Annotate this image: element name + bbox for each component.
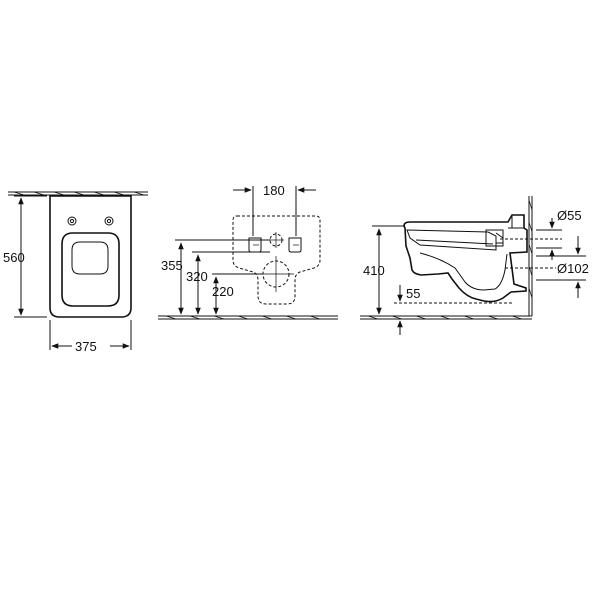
side-view-floor — [360, 315, 532, 320]
dimension-diameter-55: Ø55 — [536, 208, 582, 260]
hinge-hole-right — [104, 216, 114, 226]
trap-channel — [419, 252, 508, 291]
wall-view: 180 355 320 220 — [158, 183, 338, 320]
toilet-bowl-top — [71, 241, 109, 275]
dimension-180: 180 — [233, 183, 316, 236]
top-view: 560 375 — [3, 191, 148, 354]
side-view: 410 55 Ø55 Ø102 — [360, 196, 600, 335]
label-355: 355 — [161, 258, 183, 273]
toilet-back-outline — [232, 215, 321, 305]
label-180: 180 — [263, 183, 285, 198]
label-560: 560 — [3, 250, 25, 265]
top-view-wall — [8, 191, 148, 196]
label-220: 220 — [212, 284, 234, 299]
dimension-220: 220 — [212, 273, 262, 315]
dimension-55: 55 — [394, 285, 512, 335]
label-320: 320 — [186, 269, 208, 284]
fixing-hole-right — [288, 237, 302, 253]
label-diameter-102: Ø102 — [557, 261, 589, 276]
label-diameter-55: Ø55 — [557, 208, 582, 223]
dimension-410: 410 — [363, 225, 405, 315]
label-410: 410 — [363, 263, 385, 278]
dimension-560: 560 — [3, 195, 47, 318]
dimension-diameter-102: Ø102 — [536, 236, 600, 298]
dimension-320: 320 — [186, 251, 270, 315]
inlet-connector — [485, 229, 504, 247]
toilet-seat-top — [61, 232, 120, 307]
hinge-hole-left — [67, 216, 77, 226]
dimension-355: 355 — [161, 239, 270, 315]
toilet-outline-top — [49, 195, 132, 318]
label-55: 55 — [406, 286, 420, 301]
seat-cover-side — [406, 229, 497, 251]
dimension-375: 375 — [49, 320, 132, 354]
side-view-wall — [528, 196, 533, 316]
toilet-profile-side — [403, 214, 528, 303]
wall-view-floor — [158, 315, 338, 320]
label-375: 375 — [75, 339, 97, 354]
